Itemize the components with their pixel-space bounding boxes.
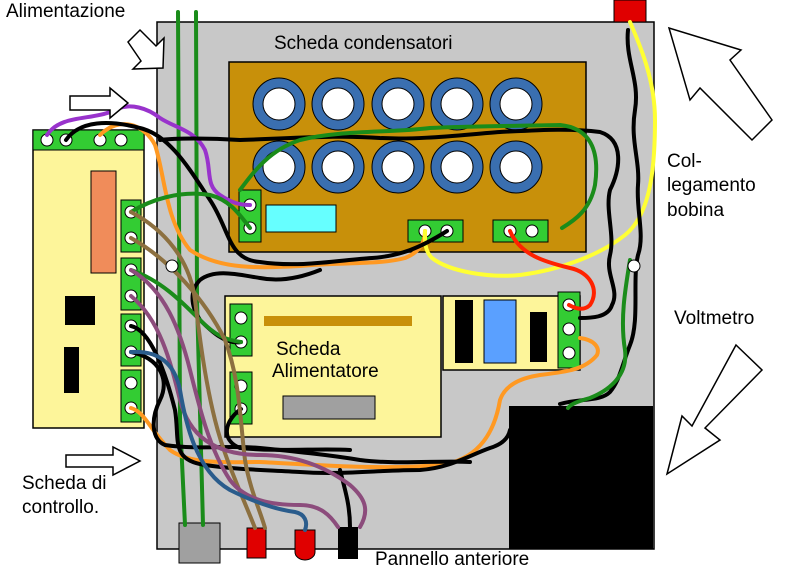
capacitor <box>311 140 365 194</box>
wire-black <box>64 121 449 267</box>
wire-plum <box>129 294 368 529</box>
wire-orange <box>98 122 427 270</box>
front-panel-red-connector <box>246 527 267 559</box>
wire-yellow <box>422 20 657 278</box>
capacitor <box>252 77 306 131</box>
label-power-supply: Alimentazione <box>6 1 126 22</box>
wire-green <box>238 123 599 230</box>
relay-board-terminal <box>557 291 581 369</box>
capacitor <box>371 140 425 194</box>
label-control-board-2: controllo. <box>22 497 100 518</box>
front-panel-red-led <box>294 529 316 561</box>
psu-board-strip <box>264 316 412 326</box>
psu-board-grey-block <box>282 395 376 420</box>
label-front-panel: Pannello anteriore <box>375 549 530 570</box>
relay <box>483 299 517 364</box>
wire-blue <box>129 349 309 532</box>
capacitor <box>430 140 484 194</box>
label-control-board-1: Scheda di <box>22 473 107 494</box>
capacitor-board-terminal-right <box>492 219 549 243</box>
capacitor <box>311 77 365 131</box>
control-board-chip <box>64 347 79 393</box>
arrow-power-input-icon <box>127 28 165 70</box>
wire-black <box>338 468 352 529</box>
arrow-voltmeter-icon <box>665 343 764 476</box>
voltmeter <box>509 406 653 549</box>
arrow-coil-icon <box>667 26 773 142</box>
capacitor <box>489 77 543 131</box>
arrow-control-bottom-icon <box>65 445 142 477</box>
wire-green-mains <box>176 10 187 527</box>
capacitor <box>489 140 543 194</box>
label-coil-link-3: bobina <box>667 200 725 221</box>
arrow-control-top-icon <box>69 86 130 120</box>
wire-green <box>129 268 243 344</box>
label-psu-board-2: Alimentatore <box>272 361 379 382</box>
label-coil-link-1: Col- <box>667 151 702 172</box>
capacitor <box>371 77 425 131</box>
wire-red <box>508 229 596 311</box>
front-panel-black-connector <box>338 527 358 559</box>
wires <box>45 10 657 532</box>
wire-plum <box>129 268 340 529</box>
mounting-hole <box>165 259 179 273</box>
label-psu-board-1: Scheda <box>276 339 341 360</box>
wire-brown <box>129 210 257 530</box>
label-voltmeter: Voltmetro <box>674 308 755 329</box>
wire-green <box>129 191 252 230</box>
salmon-component <box>90 170 117 274</box>
capacitor-bank <box>252 77 543 194</box>
relay-board-block <box>530 312 547 362</box>
wire-brown <box>129 236 267 530</box>
front-panel-grey-connector <box>178 522 221 564</box>
mounting-hole <box>627 259 641 273</box>
wire-green <box>566 258 632 410</box>
wire-black <box>129 324 512 475</box>
label-capacitor-board: Scheda condensatori <box>274 33 453 54</box>
control-board-top-terminal <box>32 129 145 151</box>
wire-black <box>158 127 621 320</box>
capacitor <box>252 140 306 194</box>
capacitor <box>430 77 484 131</box>
control-board-chip <box>65 296 95 325</box>
relay-board-block <box>455 300 473 363</box>
wire-black <box>558 28 643 406</box>
wire-purple <box>45 104 252 207</box>
label-coil-link-2: legamento <box>667 175 756 196</box>
cyan-component <box>265 204 337 233</box>
coil-connector <box>613 0 647 23</box>
